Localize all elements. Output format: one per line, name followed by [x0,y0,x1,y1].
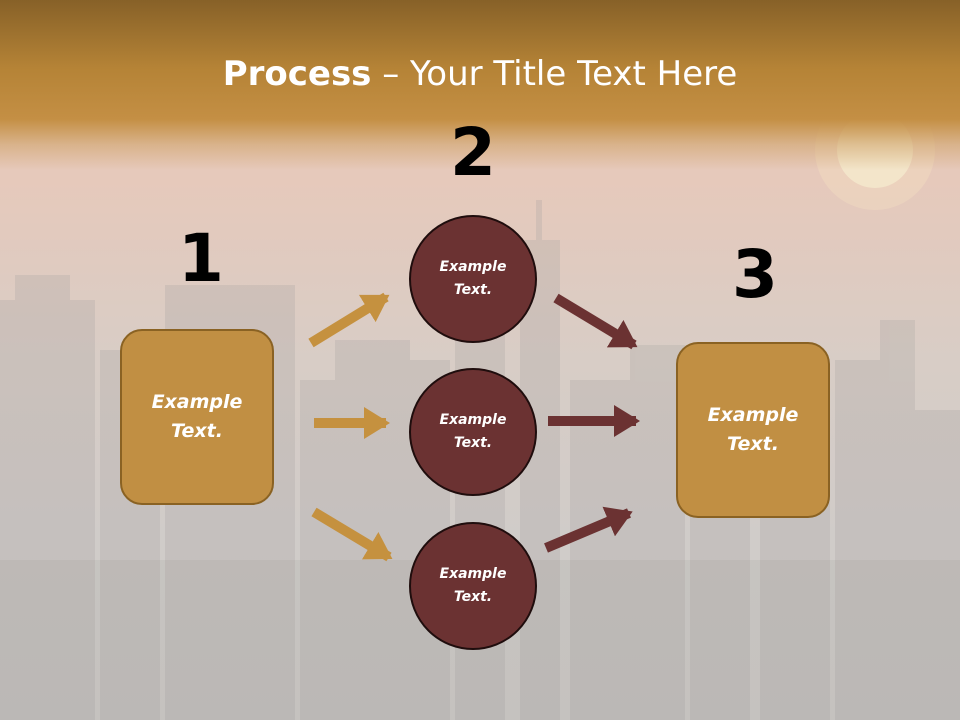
arrow-2-top-to-3 [553,293,638,350]
step-1-box: Example Text. [120,329,274,505]
slide-title: Process – Your Title Text Here [0,52,960,96]
step-2-circle-bottom: Example Text. [409,522,537,650]
step-2-circle-top-text: Example Text. [439,259,507,298]
header-band [0,0,960,170]
step-number-2: 2 [450,114,496,191]
step-2-circle-middle-text: Example Text. [439,412,507,451]
arrow-1-to-2-bottom [311,507,393,562]
step-2-circle-middle: Example Text. [409,368,537,496]
step-number-1: 1 [178,220,224,297]
title-rest: – Your Title Text Here [371,54,738,94]
step-2-circle-top: Example Text. [409,215,537,343]
title-bold: Process [222,54,372,94]
step-3-text: Example Text. [707,404,799,455]
step-2-circle-bottom-text: Example Text. [439,566,507,605]
step-1-text: Example Text. [151,391,243,442]
step-3-box: Example Text. [676,342,830,518]
arrow-1-to-2-top [308,292,390,348]
arrow-2-bottom-to-3 [544,506,633,553]
step-number-3: 3 [732,236,778,313]
